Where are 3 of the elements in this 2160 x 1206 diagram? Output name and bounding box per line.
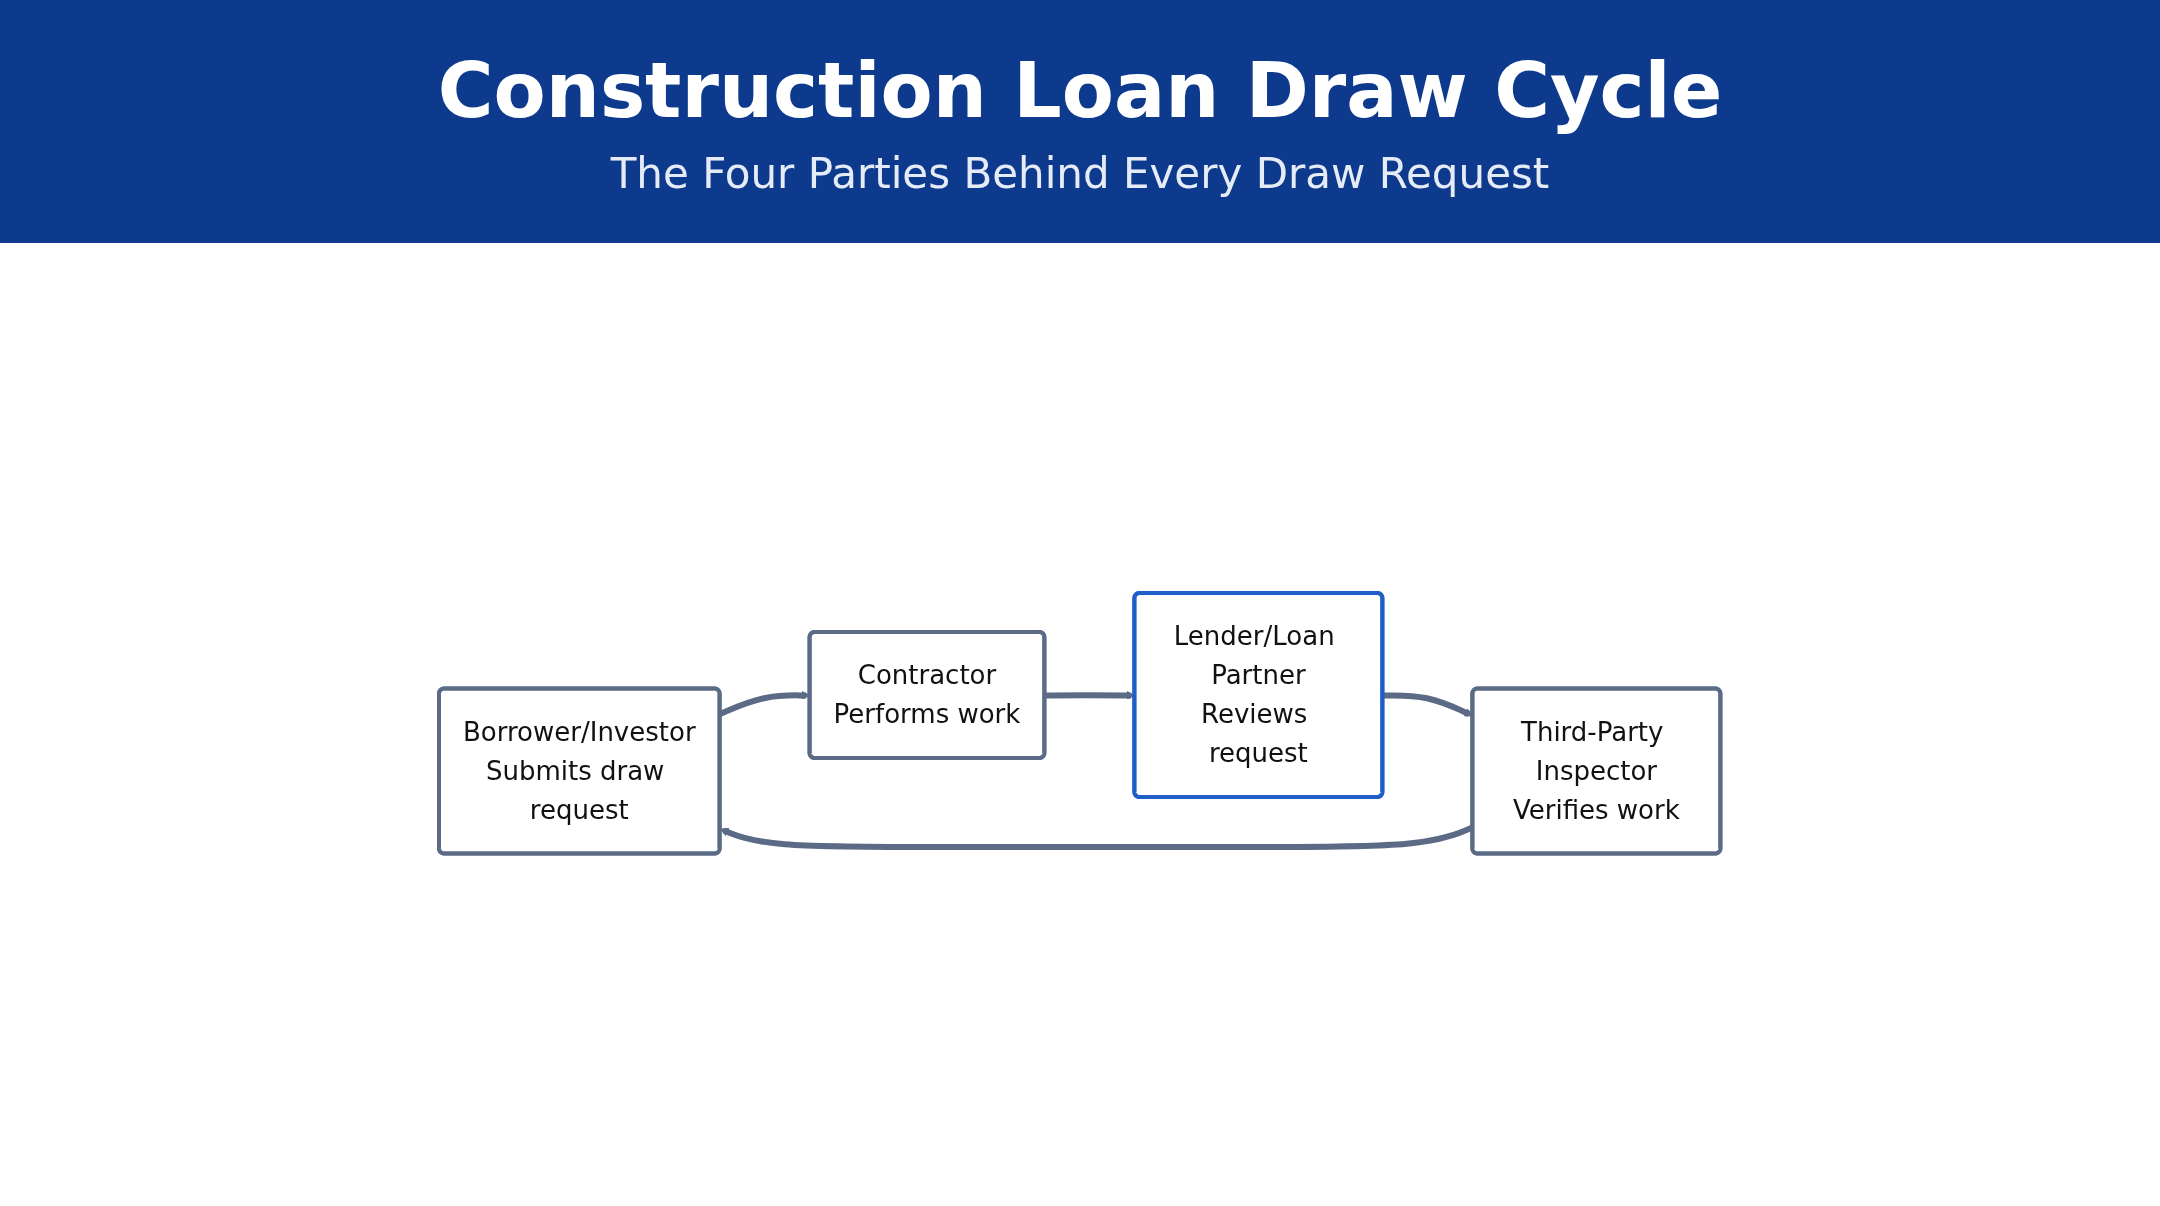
title: Construction Loan Draw Cycle: [437, 45, 1723, 135]
subtitle: The Four Parties Behind Every Draw Request: [610, 148, 1550, 198]
arrow: [719, 690, 811, 717]
